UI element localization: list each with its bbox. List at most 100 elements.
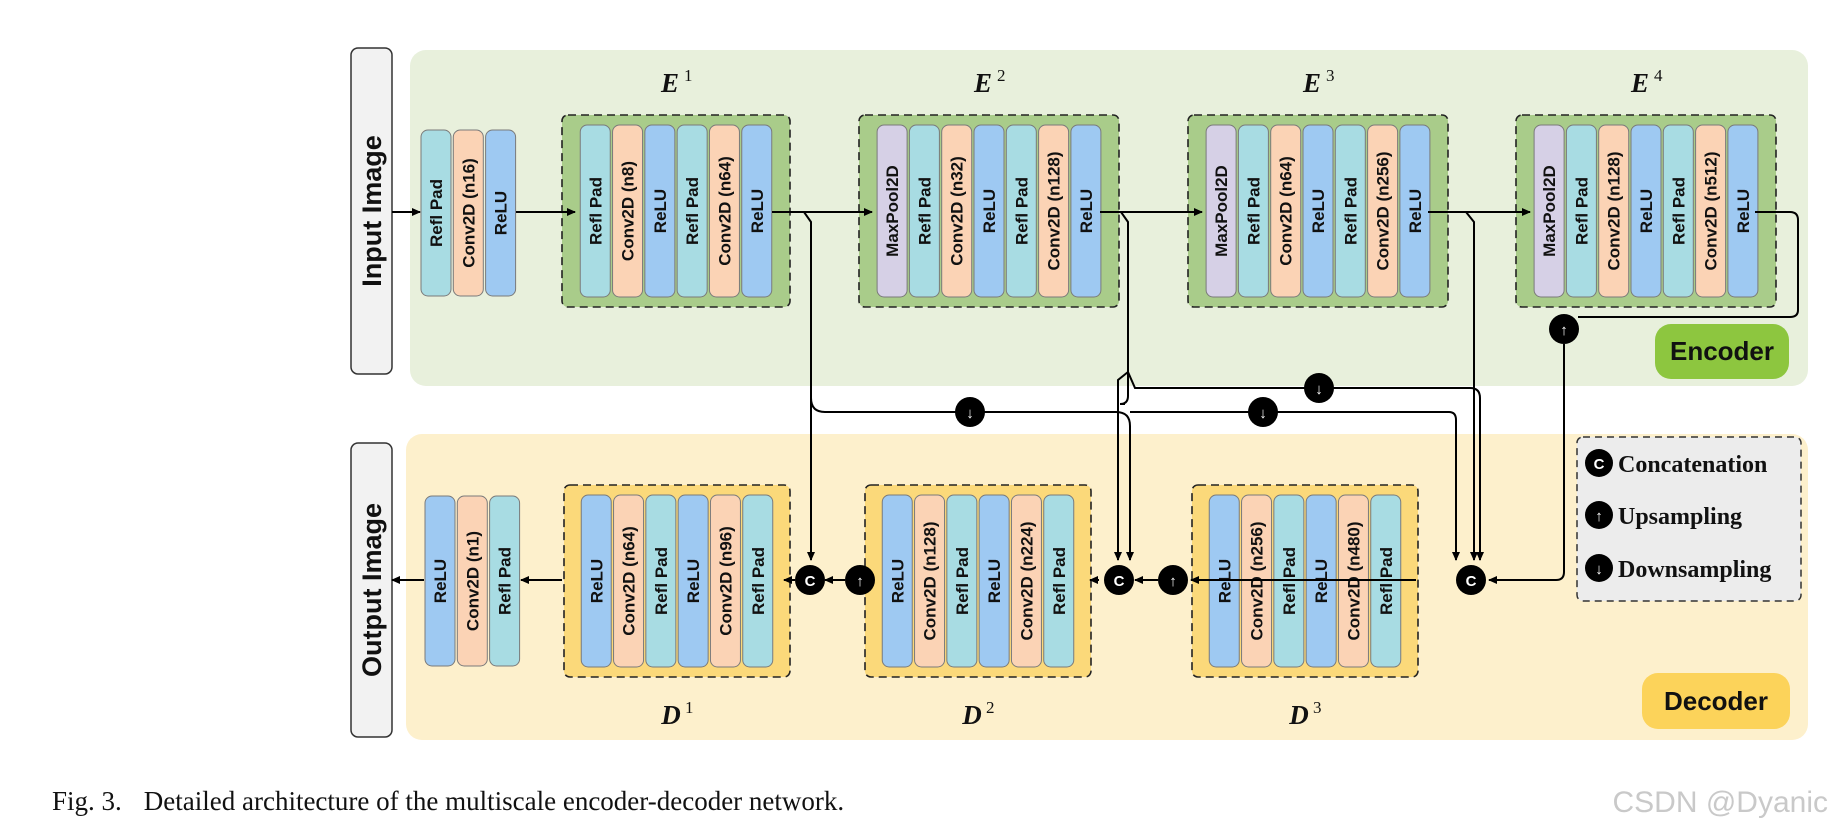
layer-label: Refl Pad — [1341, 177, 1360, 245]
legend-label: Concatenation — [1618, 452, 1767, 478]
skip-e3-down-to-d3 — [1127, 371, 1484, 561]
layer-label: ReLU — [1637, 189, 1656, 233]
layer-box — [742, 494, 774, 668]
layer-box — [978, 494, 1010, 668]
layer-box — [485, 129, 517, 297]
layer-label: Conv2D (n128) — [921, 521, 940, 640]
concat-node-d3: C — [1456, 565, 1486, 595]
layer-label: Refl Pad — [496, 547, 515, 615]
layer-box — [489, 495, 521, 667]
downsample-node-3: ↓ — [1248, 397, 1278, 427]
layer-label: ReLU — [985, 559, 1004, 603]
node-symbol: ↓ — [1259, 405, 1267, 422]
skip-e1-to-d1 — [772, 211, 815, 561]
layer-box — [1662, 124, 1694, 298]
concat-icon — [1585, 449, 1613, 477]
layer-label: Refl Pad — [586, 177, 605, 245]
layer-box — [452, 129, 484, 297]
layer-label: ReLU — [1734, 189, 1753, 233]
layer-label: Conv2D (n32) — [948, 156, 967, 266]
block-title: D — [1288, 700, 1309, 730]
upsample-to-concat-d3 — [1488, 344, 1565, 584]
layer-label: ReLU — [888, 559, 907, 603]
layer-label: Conv2D (n64) — [715, 156, 734, 266]
layer-label: Refl Pad — [1572, 177, 1591, 245]
upsample-node-d2: ↑ — [845, 565, 875, 595]
layer-box — [1695, 124, 1727, 298]
upsample-node-e4: ↑ — [1549, 314, 1579, 344]
layer-label: Refl Pad — [1244, 177, 1263, 245]
layer-box — [881, 494, 913, 668]
upsample-icon — [1585, 501, 1613, 529]
legend-symbol: C — [1594, 456, 1605, 473]
legend-symbol: ↑ — [1595, 508, 1603, 525]
layer-label: Conv2D (n16) — [459, 158, 478, 268]
skip-e2-side — [1114, 371, 1129, 561]
layer-label: Conv2D (n512) — [1702, 151, 1721, 270]
layer-box — [1533, 124, 1565, 298]
downsample-icon — [1304, 373, 1334, 403]
layer-box — [914, 494, 946, 668]
block-title: E — [1630, 68, 1649, 98]
layer-box — [708, 124, 740, 298]
layer-label: Conv2D (n64) — [620, 526, 639, 636]
block-superscript: 1 — [685, 698, 694, 717]
layer-box — [1334, 124, 1366, 298]
concat-icon — [1456, 565, 1486, 595]
legend-item-concatenation: C Concatenation — [1585, 449, 1767, 478]
layer-label: Refl Pad — [427, 179, 446, 247]
layer-box — [1005, 124, 1037, 298]
layer-label: Refl Pad — [1050, 547, 1069, 615]
layer-label: ReLU — [748, 189, 767, 233]
legend-label: Downsampling — [1618, 557, 1771, 583]
layer-label: Refl Pad — [1669, 177, 1688, 245]
decoder-badge — [1642, 673, 1790, 729]
legend-symbol: ↓ — [1595, 561, 1603, 578]
layer-box — [645, 494, 677, 668]
encoder-badge — [1655, 324, 1789, 379]
concat-node-d1: C — [795, 565, 825, 595]
layer-box — [1043, 494, 1075, 668]
layer-box — [420, 129, 452, 297]
block-superscript: 3 — [1326, 66, 1335, 85]
layer-label: ReLU — [980, 189, 999, 233]
block-superscript: 3 — [1313, 698, 1322, 717]
layer-label: Conv2D (n224) — [1017, 521, 1036, 640]
skip-e2-down-to-d3 — [1130, 411, 1460, 561]
decoder-block-d2: ReLU Conv2D (n128) Refl Pad ReLU Conv2D (n22… — [864, 484, 1092, 730]
layer-box — [1630, 124, 1662, 298]
layer-label: Refl Pad — [953, 547, 972, 615]
layer-label: Conv2D (n128) — [1045, 151, 1064, 270]
layer-box — [580, 494, 612, 668]
layer-label: ReLU — [684, 559, 703, 603]
layer-label: Refl Pad — [683, 177, 702, 245]
downsample-icon — [1585, 554, 1613, 582]
upsample-node-d3: ↑ — [1158, 565, 1188, 595]
layer-box — [677, 494, 709, 668]
node-symbol: C — [1114, 573, 1125, 590]
layer-label: Conv2D (n256) — [1374, 151, 1393, 270]
layer-label: ReLU — [1406, 189, 1425, 233]
layer-label: Conv2D (n64) — [1277, 156, 1296, 266]
layer-label: Conv2D (n128) — [1605, 151, 1624, 270]
layer-label: Refl Pad — [1012, 177, 1031, 245]
layer-label: Conv2D (n96) — [716, 526, 735, 636]
block-title: E — [1302, 68, 1321, 98]
layer-box — [946, 494, 978, 668]
block-superscript: 2 — [997, 66, 1006, 85]
upsample-icon — [1158, 565, 1188, 595]
layer-box — [973, 124, 1005, 298]
concat-node-d2: C — [1104, 565, 1134, 595]
layer-box — [579, 124, 611, 298]
layer-label: Refl Pad — [749, 547, 768, 615]
layer-box — [1565, 124, 1597, 298]
layer-box — [1270, 124, 1302, 298]
block-title: D — [660, 700, 681, 730]
node-symbol: ↓ — [966, 405, 974, 422]
layer-box — [1367, 124, 1399, 298]
layer-box — [644, 124, 676, 298]
block-title: E — [660, 68, 679, 98]
